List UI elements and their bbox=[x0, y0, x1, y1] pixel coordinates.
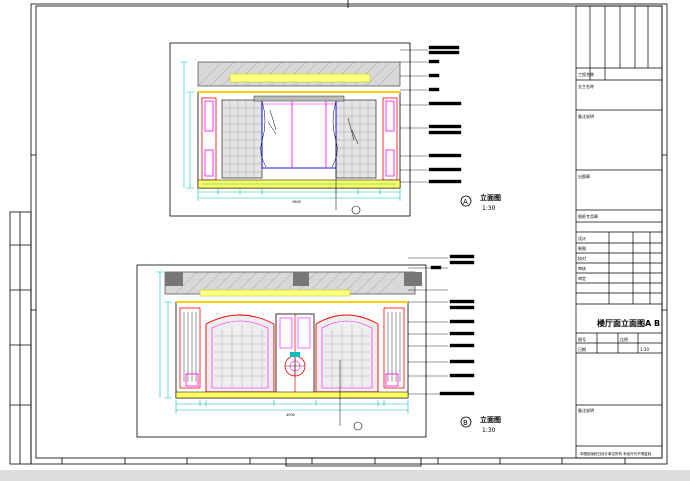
tb-drawing-title: 楼厅面立面图A B bbox=[597, 318, 660, 328]
elevation-a-marker-letter: A bbox=[463, 198, 468, 206]
tb-approve-label: 审定 bbox=[578, 275, 586, 281]
tb-notes-label: 备注说明 bbox=[578, 407, 594, 413]
tb-scale-value: 1:30 bbox=[640, 347, 649, 352]
title-block bbox=[575, 5, 663, 459]
tb-client-label: 业主名称 bbox=[578, 83, 594, 89]
elevation-b-scale: 1:30 bbox=[482, 427, 496, 434]
tb-drawn-label: 制图 bbox=[578, 245, 586, 251]
tb-check-label: 校对 bbox=[578, 255, 586, 261]
tb-footer-note: 本图纸版权归设计单位所有 未经许可不得复制 bbox=[580, 451, 652, 456]
tb-project-label: 工程名称 bbox=[578, 71, 594, 77]
revision-strip bbox=[9, 211, 32, 465]
elevation-a-title: 立面图 bbox=[480, 193, 501, 202]
tb-date-label: 日期 bbox=[578, 346, 586, 352]
tb-designer-label: 设计 bbox=[578, 235, 586, 241]
elevation-b-title: 立面图 bbox=[480, 415, 501, 424]
elevation-a-drawing: 3600 bbox=[169, 42, 462, 217]
elevation-b-marker-letter: B bbox=[463, 419, 468, 427]
tb-drawing-no-label: 图号 bbox=[578, 336, 586, 342]
status-bar bbox=[0, 470, 690, 481]
elevation-b-marker bbox=[460, 416, 472, 428]
elevation-b-total-dim: 4900 bbox=[286, 413, 295, 417]
elevation-b-drawing: 4900 bbox=[136, 254, 475, 438]
tb-review-label: 审核 bbox=[578, 265, 586, 271]
tb-remarks-label: 备注说明 bbox=[578, 113, 594, 119]
elevation-a-marker bbox=[460, 195, 472, 207]
tb-seal-label: 图纸专用章 bbox=[578, 213, 598, 219]
tb-stamp-label: 出图章 bbox=[578, 173, 590, 179]
elevation-a-total-dim: 3600 bbox=[292, 200, 301, 204]
elevation-a-scale: 1:30 bbox=[482, 205, 496, 212]
tb-scale-label: 比例 bbox=[620, 336, 628, 342]
